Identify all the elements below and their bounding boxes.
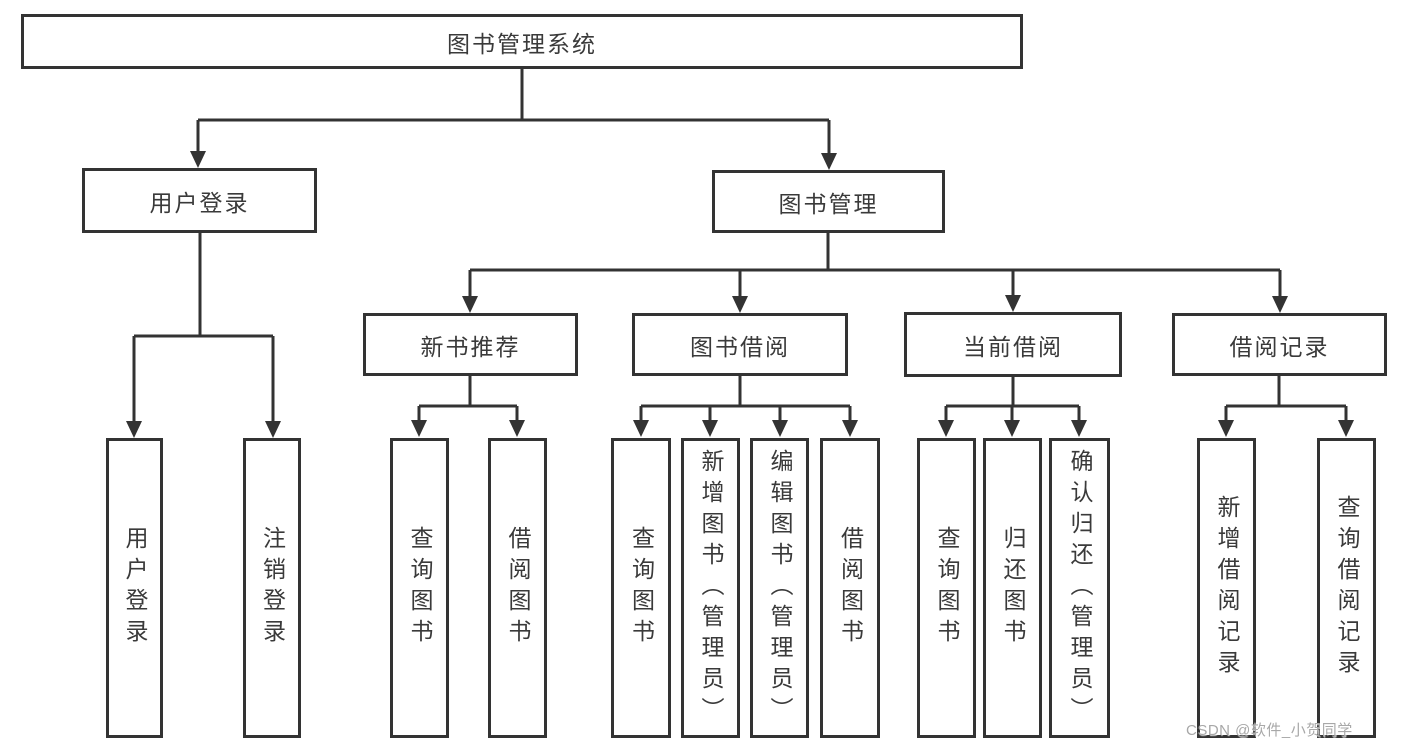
node-leaf-return-books: 归还图书 — [983, 438, 1042, 738]
node-leaf-user-login-label: 用户登录 — [122, 526, 148, 650]
node-leaf-borrow-books-label: 借阅图书 — [837, 526, 864, 650]
node-book-management-label: 图书管理 — [778, 190, 879, 217]
node-book-management: 图书管理 — [712, 170, 945, 233]
node-leaf-search-books-current-label: 查询图书 — [934, 526, 960, 650]
node-leaf-search-borrow-record-label: 查询借阅记录 — [1334, 495, 1360, 681]
node-new-book-recommendation-label: 新书推荐 — [420, 333, 521, 360]
node-leaf-edit-books-admin: 编辑图书（管理员） — [750, 438, 809, 738]
node-leaf-search-books-recommend: 查询图书 — [390, 438, 449, 738]
node-leaf-search-books-current: 查询图书 — [917, 438, 976, 738]
node-new-book-recommendation: 新书推荐 — [363, 313, 578, 376]
node-current-borrowing-label: 当前借阅 — [963, 333, 1063, 360]
node-leaf-add-borrow-record-label: 新增借阅记录 — [1214, 495, 1240, 681]
node-root: 图书管理系统 — [21, 14, 1023, 69]
node-leaf-confirm-return-admin: 确认归还（管理员） — [1049, 438, 1110, 738]
node-user-login: 用户登录 — [82, 168, 317, 233]
node-leaf-add-borrow-record: 新增借阅记录 — [1197, 438, 1256, 738]
node-leaf-search-books-recommend-label: 查询图书 — [407, 526, 433, 650]
node-book-borrowing: 图书借阅 — [632, 313, 848, 376]
node-leaf-return-books-label: 归还图书 — [1000, 526, 1026, 650]
node-leaf-add-books-admin-label: 新增图书（管理员） — [698, 448, 724, 728]
node-leaf-logout-label: 注销登录 — [259, 526, 286, 650]
node-leaf-confirm-return-admin-label: 确认归还（管理员） — [1067, 448, 1093, 728]
node-borrowing-records-label: 借阅记录 — [1229, 333, 1330, 360]
node-book-borrowing-label: 图书借阅 — [690, 333, 790, 360]
node-leaf-borrow-books: 借阅图书 — [820, 438, 880, 738]
node-current-borrowing: 当前借阅 — [904, 312, 1122, 377]
node-root-label: 图书管理系统 — [447, 30, 597, 57]
node-leaf-user-login: 用户登录 — [106, 438, 163, 738]
node-leaf-search-books-borrowing-label: 查询图书 — [628, 526, 655, 650]
watermark: CSDN @软件_小贺同学 — [1186, 722, 1353, 739]
node-leaf-logout: 注销登录 — [243, 438, 301, 738]
node-leaf-add-books-admin: 新增图书（管理员） — [681, 438, 740, 738]
node-leaf-borrow-books-recommend: 借阅图书 — [488, 438, 547, 738]
node-leaf-search-books-borrowing: 查询图书 — [611, 438, 671, 738]
node-leaf-search-borrow-record: 查询借阅记录 — [1317, 438, 1376, 738]
node-leaf-edit-books-admin-label: 编辑图书（管理员） — [767, 448, 793, 728]
node-leaf-borrow-books-recommend-label: 借阅图书 — [505, 526, 531, 650]
node-borrowing-records: 借阅记录 — [1172, 313, 1387, 376]
node-user-login-label: 用户登录 — [149, 189, 250, 216]
